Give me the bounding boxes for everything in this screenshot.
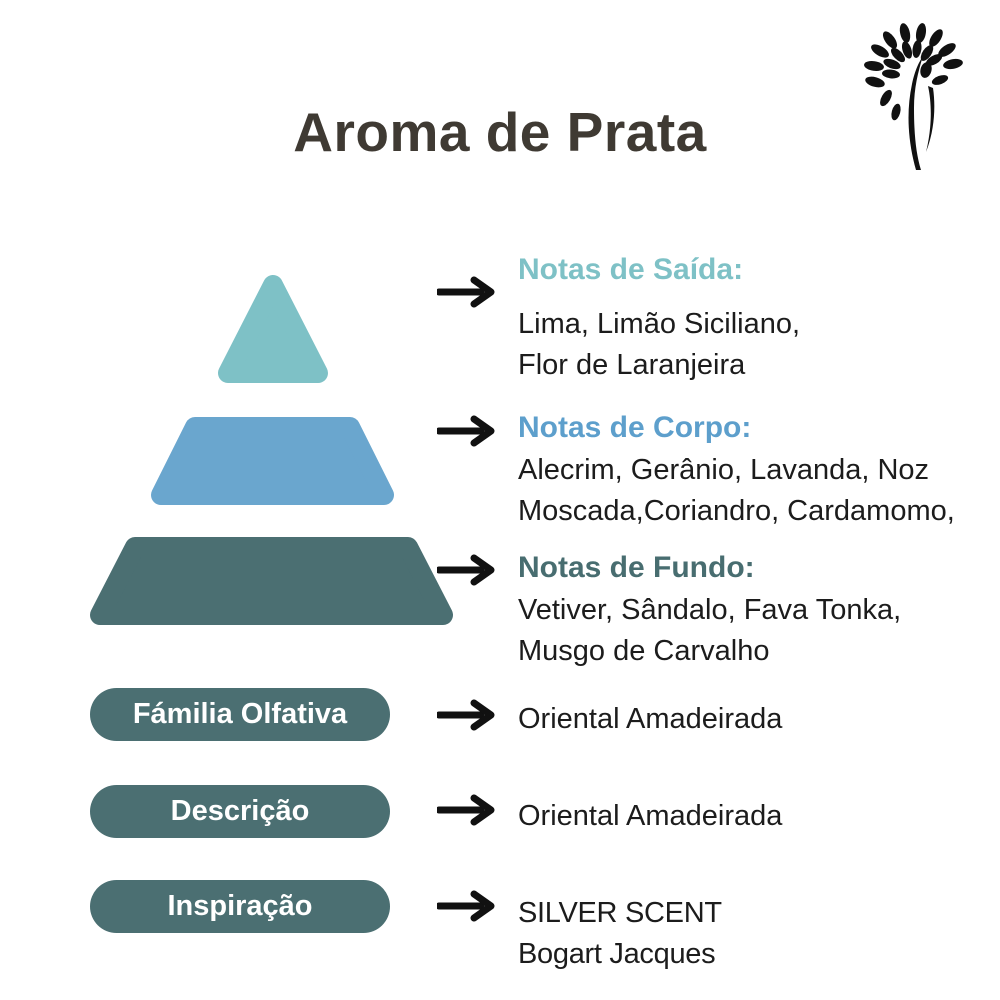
heart-notes-section: Notas de Corpo: Alecrim, Gerânio, Lavand… bbox=[518, 410, 955, 532]
base-notes-line: Musgo de Carvalho bbox=[518, 635, 770, 667]
inspiration-pill: Inspiração bbox=[90, 880, 390, 933]
arrow-right-icon bbox=[437, 890, 495, 922]
arrow-right-icon bbox=[437, 415, 495, 447]
pyramid-middle-segment bbox=[151, 417, 394, 505]
arrow-right-icon bbox=[437, 276, 495, 308]
page-title: Aroma de Prata bbox=[293, 101, 707, 163]
arrow-right-icon bbox=[437, 699, 495, 731]
top-notes-line: Flor de Laranjeira bbox=[518, 349, 746, 381]
base-notes-section: Notas de Fundo: Vetiver, Sândalo, Fava T… bbox=[518, 550, 901, 672]
olfactory-family-pill: Fámilia Olfativa bbox=[90, 688, 390, 741]
heart-notes-heading: Notas de Corpo: bbox=[518, 411, 752, 444]
top-notes-line: Lima, Limão Siciliano, bbox=[518, 308, 801, 340]
value-line: Bogart Jacques bbox=[518, 938, 716, 970]
base-notes-list: Vetiver, Sândalo, Fava Tonka, Musgo de C… bbox=[518, 590, 901, 672]
value-line: Oriental Amadeirada bbox=[518, 703, 783, 735]
tree-icon bbox=[864, 23, 963, 170]
pyramid-bottom-segment bbox=[90, 537, 453, 625]
inspiration-value: SILVER SCENT Bogart Jacques bbox=[518, 893, 722, 975]
top-notes-heading: Notas de Saída: bbox=[518, 253, 744, 286]
arrow-right-icon bbox=[437, 794, 495, 826]
top-notes-section: Notas de Saída: Lima, Limão Siciliano, F… bbox=[518, 252, 800, 386]
fragrance-pyramid bbox=[90, 275, 453, 625]
heart-notes-line: Moscada,Coriandro, Cardamomo, bbox=[518, 495, 955, 527]
base-notes-line: Vetiver, Sândalo, Fava Tonka, bbox=[518, 594, 902, 626]
description-pill: Descrição bbox=[90, 785, 390, 838]
value-line: SILVER SCENT bbox=[518, 897, 722, 929]
olfactory-family-value: Oriental Amadeirada bbox=[518, 699, 782, 740]
olfactory-family-label: Fámilia Olfativa bbox=[132, 698, 348, 730]
pyramid-top-segment bbox=[218, 275, 328, 383]
value-line: Oriental Amadeirada bbox=[518, 800, 783, 832]
base-notes-heading: Notas de Fundo: bbox=[518, 551, 755, 584]
inspiration-label: Inspiração bbox=[167, 890, 313, 922]
description-label: Descrição bbox=[170, 795, 310, 827]
heart-notes-line: Alecrim, Gerânio, Lavanda, Noz bbox=[518, 454, 930, 486]
top-notes-list: Lima, Limão Siciliano, Flor de Laranjeir… bbox=[518, 304, 800, 386]
description-value: Oriental Amadeirada bbox=[518, 796, 782, 837]
arrow-right-icon bbox=[437, 554, 495, 586]
heart-notes-list: Alecrim, Gerânio, Lavanda, Noz Moscada,C… bbox=[518, 450, 955, 532]
